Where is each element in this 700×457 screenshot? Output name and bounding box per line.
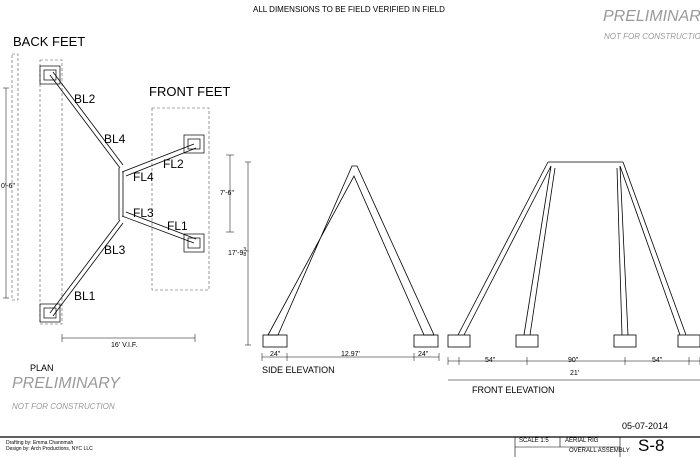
plan-foot-plates [39, 65, 205, 323]
side-height-den: 8 [243, 252, 247, 258]
watermark-subtitle-bottom: NOT FOR CONSTRUCTION [12, 402, 115, 411]
side-dim-right: 24" [418, 351, 429, 358]
drafting-credit: Drafting by: Emma Channmah [6, 440, 74, 446]
front-elevation-frame [447, 161, 700, 348]
watermark-title-top: PRELIMINARY [603, 8, 700, 25]
plan-dim-right: 7'-6" [220, 190, 234, 197]
leg-label-bl2: BL2 [74, 92, 96, 106]
front-dim-1: 54" [485, 357, 496, 364]
watermark-subtitle-top: NOT FOR CONSTRUCTION [604, 32, 700, 41]
side-dim-middle: 12.97' [341, 351, 360, 358]
project-name: AERIAL RIG [565, 438, 599, 444]
design-credit: Design by: Arch Productions, NYC LLC [6, 446, 93, 452]
drawing-title: OVERALL ASSEMBLY [569, 448, 630, 454]
leg-label-fl4: FL4 [133, 170, 154, 184]
leg-label-bl3: BL3 [104, 243, 126, 257]
plan-leg-tubes [49, 71, 197, 317]
leg-label-fl3: FL3 [133, 206, 154, 220]
front-elevation-dimensions [447, 357, 700, 381]
side-height-num: 3 [243, 247, 247, 253]
plan-dim-left: 0'-6" [1, 183, 15, 190]
side-height-main: 17'-9 [228, 249, 244, 257]
watermark-title-bottom: PRELIMINARY [12, 375, 120, 392]
front-dim-overall: 21' [570, 370, 580, 377]
plan-dim-bottom: 16' V.I.F. [111, 342, 138, 349]
plan-dashed-zones [11, 53, 210, 325]
front-dim-3: 54" [652, 357, 663, 364]
back-feet-label: BACK FEET [13, 34, 86, 49]
front-view-label: FRONT ELEVATION [472, 385, 555, 395]
header-note: ALL DIMENSIONS TO BE FIELD VERIFIED IN F… [253, 5, 445, 14]
side-view-label: SIDE ELEVATION [262, 365, 335, 375]
front-feet-label: FRONT FEET [149, 84, 231, 99]
leg-label-fl1: FL1 [167, 219, 188, 233]
leg-label-bl1: BL1 [74, 289, 96, 303]
leg-label-fl2: FL2 [163, 157, 184, 171]
leg-label-bl4: BL4 [104, 132, 126, 146]
scale-label: SCALE 1:5 [519, 438, 549, 444]
side-elevation-frame [262, 165, 439, 348]
side-dim-left: 24" [270, 351, 281, 358]
side-elevation-dimensions [245, 161, 440, 361]
drawing-date: 05-07-2014 [622, 421, 669, 431]
title-block-lines [0, 436, 700, 457]
sheet-number: S-8 [638, 436, 665, 455]
plan-dimension-lines [3, 87, 234, 342]
plan-view-label: PLAN [30, 363, 54, 373]
front-dim-2: 90" [568, 357, 579, 364]
side-height-suffix: " [246, 249, 249, 257]
